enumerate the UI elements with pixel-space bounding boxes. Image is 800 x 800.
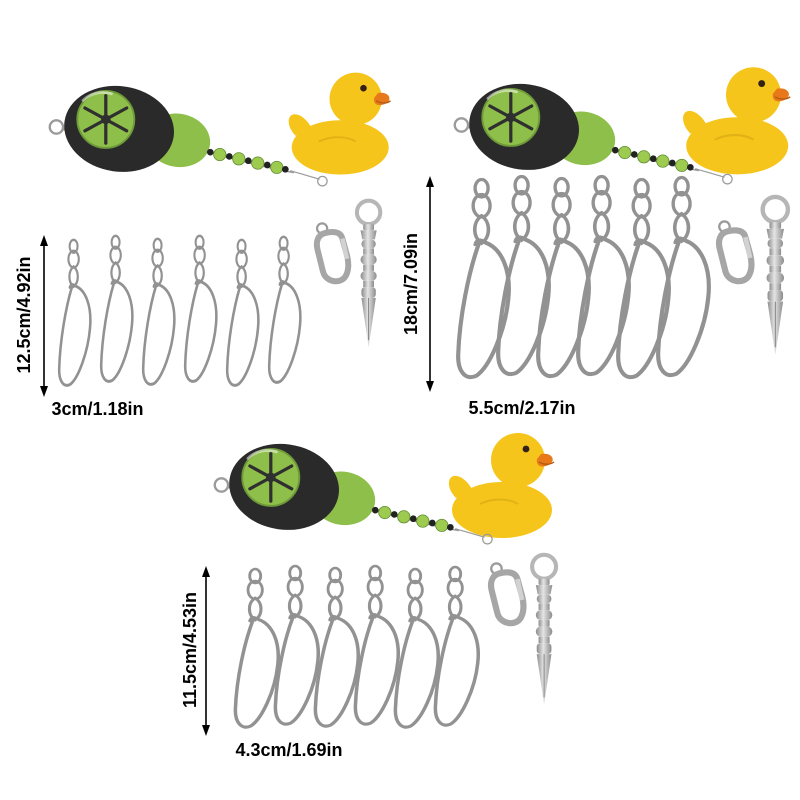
stringer-clip bbox=[313, 566, 361, 728]
height-label: 18cm/7.09in bbox=[401, 232, 421, 336]
clips-row bbox=[458, 177, 709, 378]
clips-row bbox=[233, 564, 481, 729]
stringer-clip bbox=[658, 178, 709, 376]
spike-tool bbox=[763, 197, 788, 355]
stringer-clip bbox=[233, 567, 281, 729]
carabiner bbox=[317, 223, 348, 281]
spike-tool bbox=[357, 201, 380, 348]
kit-group-2 bbox=[426, 66, 792, 392]
height-label: 12.5cm/4.92in bbox=[14, 256, 34, 374]
stringer-clip bbox=[578, 177, 629, 375]
stringer-clip bbox=[353, 564, 401, 726]
width-label: 5.5cm/2.17in bbox=[468, 398, 576, 418]
height-dimension-arrow bbox=[40, 235, 48, 397]
stringer-clip bbox=[393, 567, 441, 729]
stringer-clip bbox=[618, 180, 669, 378]
stringer-clip bbox=[458, 180, 509, 378]
rubber-duck bbox=[447, 432, 555, 539]
stringer-clip bbox=[99, 234, 134, 383]
stringer-device bbox=[213, 435, 494, 546]
height-dimension-arrow bbox=[202, 566, 210, 736]
height-label: 11.5cm/4.53in bbox=[180, 591, 200, 709]
carabiner bbox=[491, 563, 523, 623]
carabiner bbox=[719, 221, 751, 281]
rubber-duck bbox=[682, 66, 792, 176]
stringer-clip bbox=[267, 235, 302, 384]
rubber-duck bbox=[287, 71, 392, 176]
stringer-clip bbox=[433, 565, 481, 727]
kit-group-1 bbox=[40, 71, 392, 397]
spike-tool bbox=[532, 555, 556, 705]
width-label: 3cm/1.18in bbox=[51, 399, 144, 419]
stringer-clip bbox=[57, 238, 92, 387]
clips-row bbox=[57, 234, 302, 387]
width-label: 4.3cm/1.69in bbox=[235, 740, 343, 760]
stringer-clip bbox=[538, 179, 589, 377]
stringer-clip bbox=[183, 234, 218, 383]
stringer-clip bbox=[141, 237, 176, 386]
kit-group-3 bbox=[202, 432, 556, 736]
stringer-device bbox=[48, 77, 329, 188]
stringer-clip bbox=[225, 238, 260, 387]
stringer-clip bbox=[273, 564, 321, 726]
height-dimension-arrow bbox=[426, 176, 434, 392]
